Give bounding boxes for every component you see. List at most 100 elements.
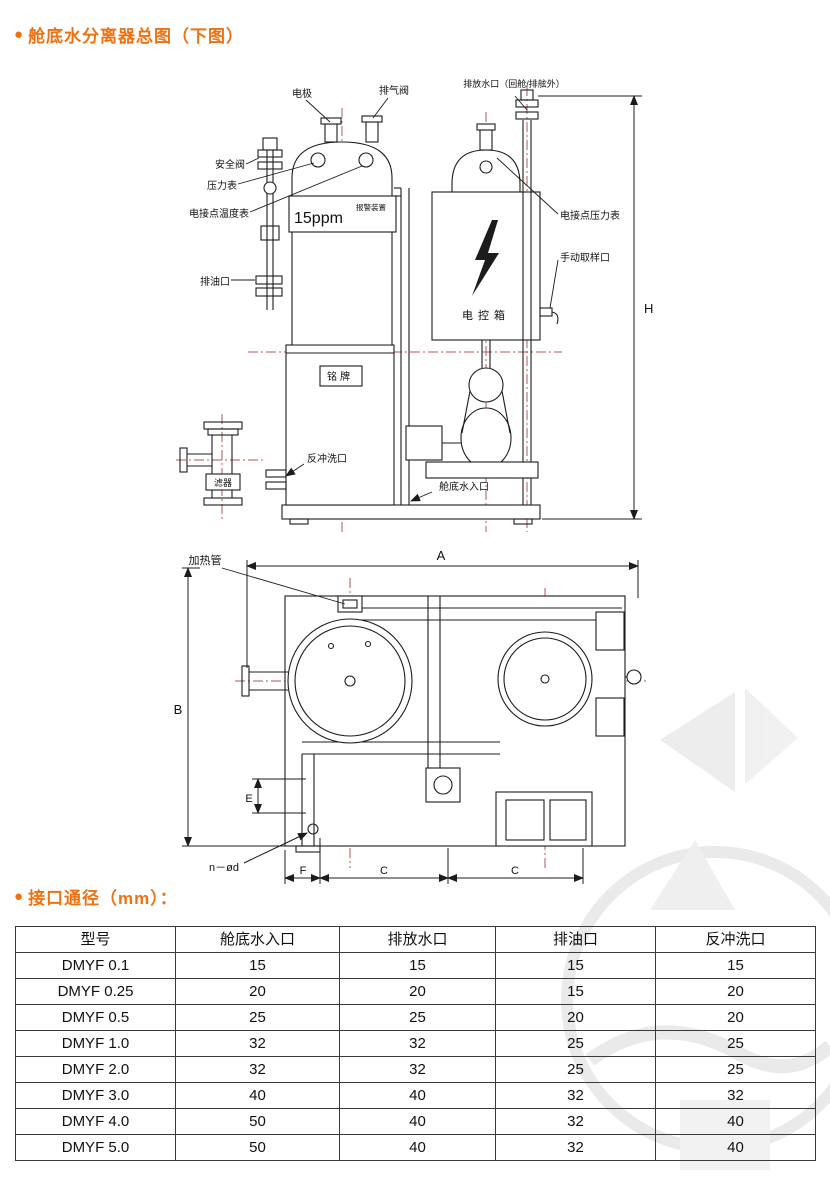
label-pressure-gauge: 压力表 (207, 179, 237, 192)
table-header-cell: 排油口 (495, 926, 656, 953)
pump-motor (405, 425, 443, 461)
section-title-diameters-text: 接口通径（mm）： (28, 889, 178, 908)
filter-assembly (179, 421, 243, 506)
top-view-labels: 加热管 A B E n－ød F C C (174, 548, 519, 877)
table-header-cell: 型号 (15, 926, 176, 953)
table-cell: DMYF 3.0 (15, 1082, 176, 1109)
table-cell: 25 (339, 1004, 496, 1031)
lightning-bolt-icon (472, 220, 499, 296)
table-cell: DMYF 4.0 (15, 1108, 176, 1135)
table-cell: 20 (655, 978, 816, 1005)
left-tank (291, 141, 393, 346)
label-backflush-port: 反冲洗口 (307, 452, 347, 465)
table-cell: 25 (655, 1056, 816, 1083)
pump-housing (460, 407, 512, 469)
label-discharge-port: 排放水口（回舱/排舷外） (463, 78, 565, 89)
table-cell: 25 (655, 1030, 816, 1057)
table-header-row: 型号舱底水入口排放水口排油口反冲洗口 (15, 926, 816, 953)
table-cell: 50 (175, 1134, 340, 1161)
section-title-overview: ● 舱底水分离器总图（下图） (14, 22, 244, 47)
table-cell: DMYF 0.5 (15, 1004, 176, 1031)
label-safety-valve: 安全阀 (215, 158, 245, 171)
bullet-icon: ● (14, 888, 25, 905)
label-nameplate: 铭牌 (327, 370, 353, 383)
table-cell: 40 (175, 1082, 340, 1109)
table-cell: DMYF 1.0 (15, 1030, 176, 1057)
table-cell: 40 (655, 1108, 816, 1135)
leader-lines (231, 95, 559, 502)
table-cell: 40 (339, 1082, 496, 1109)
table-cell: 20 (339, 978, 496, 1005)
bullet-icon: ● (14, 26, 25, 43)
table-cell: 32 (655, 1082, 816, 1109)
label-manual-sampling-port: 手动取样口 (560, 251, 610, 264)
thermometer-fitting (260, 225, 280, 241)
label-dim-f: F (300, 865, 307, 877)
table-cell: 15 (175, 952, 340, 979)
discharge-fitting (515, 111, 539, 120)
table-cell: 25 (495, 1056, 656, 1083)
heating-tube-fitting (337, 595, 363, 613)
bolt-hole (307, 823, 319, 835)
table-cell: 15 (339, 952, 496, 979)
oil-drain-flange (255, 275, 283, 285)
ppm-alarm-box (288, 195, 397, 233)
table-cell: DMYF 2.0 (15, 1056, 176, 1083)
label-dim-h: H (644, 301, 653, 316)
table-cell: 40 (339, 1134, 496, 1161)
label-electrode: 电极 (292, 87, 312, 100)
table-header-cell: 排放水口 (339, 926, 496, 953)
safety-valve-fitting (257, 149, 283, 158)
nameplate-plate (319, 365, 363, 387)
label-control-box: 电控箱 (462, 308, 510, 322)
front-view-diagram: 电极 排气阀 排放水口（回舱/排舷外） 安全阀 压力表 电接点温度表 排油口 1… (176, 78, 653, 532)
label-exhaust-valve: 排气阀 (379, 84, 409, 97)
table-cell: 32 (495, 1082, 656, 1109)
section-title-overview-text: 舱底水分离器总图（下图） (28, 27, 245, 46)
label-dim-a: A (437, 548, 446, 563)
front-view-labels: 电极 排气阀 排放水口（回舱/排舷外） 安全阀 压力表 电接点温度表 排油口 1… (189, 78, 653, 493)
label-dim-c2: C (511, 865, 519, 877)
separator-unit (255, 89, 559, 525)
table-cell: 20 (175, 978, 340, 1005)
table-cell: DMYF 0.1 (15, 952, 176, 979)
table-cell: 25 (175, 1004, 340, 1031)
label-contact-thermometer: 电接点温度表 (189, 207, 249, 220)
label-15ppm: 15ppm (294, 210, 343, 227)
table-cell: 15 (495, 952, 656, 979)
table-cell: 32 (175, 1030, 340, 1057)
table-header-cell: 舱底水入口 (175, 926, 340, 953)
main-tank-top (287, 618, 413, 744)
table-cell: DMYF 5.0 (15, 1134, 176, 1161)
dimension-h (538, 95, 642, 520)
section-title-diameters: ● 接口通径（mm）： (14, 884, 178, 909)
label-bilge-water-inlet: 舱底水入口 (439, 480, 489, 493)
exhaust-valve-fitting (365, 121, 379, 143)
right-vessel-top (497, 631, 593, 727)
pressure-gauge-dial (263, 181, 277, 195)
table-cell: 25 (495, 1030, 656, 1057)
table-cell: 50 (175, 1108, 340, 1135)
table-cell: 15 (495, 978, 656, 1005)
table-cell: DMYF 0.25 (15, 978, 176, 1005)
table-cell: 20 (495, 1004, 656, 1031)
label-dim-c1: C (380, 865, 388, 877)
table-cell: 32 (339, 1056, 496, 1083)
label-bolt-holes: n－ød (209, 862, 239, 874)
label-dim-b: B (174, 702, 183, 717)
pump-pulley (468, 367, 504, 403)
table-cell: 20 (655, 1004, 816, 1031)
label-alarm-device: 报警装置 (356, 202, 386, 212)
top-view-body (241, 595, 642, 853)
table-cell: 32 (495, 1134, 656, 1161)
